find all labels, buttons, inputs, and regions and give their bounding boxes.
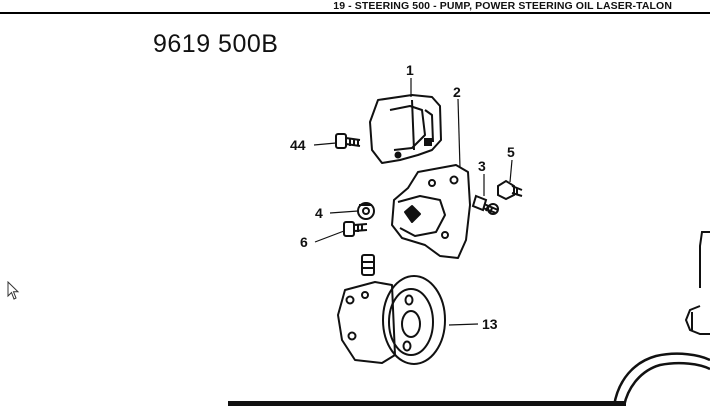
header-divider <box>0 12 710 14</box>
diagram-code: 9619 500B <box>153 30 279 58</box>
part-13-power-steering-pump[interactable] <box>337 254 446 365</box>
bottom-divider <box>228 401 626 406</box>
part-5-bolt[interactable] <box>497 179 523 201</box>
header-bar: 19 - STEERING 500 - PUMP, POWER STEERING… <box>0 0 710 14</box>
part-4-nut[interactable] <box>357 202 375 220</box>
callout-6: 6 <box>300 234 308 250</box>
adjacent-reservoir-part <box>684 231 710 335</box>
callout-13: 13 <box>482 316 498 332</box>
callout-44: 44 <box>290 137 306 153</box>
callout-4: 4 <box>315 205 323 221</box>
part-6-bolt[interactable] <box>343 221 368 237</box>
leader-lines <box>313 78 513 326</box>
part-2-pump-bracket[interactable] <box>391 164 471 259</box>
page-title: 19 - STEERING 500 - PUMP, POWER STEERING… <box>333 0 672 12</box>
callout-2: 2 <box>453 84 461 100</box>
part-44-bolt[interactable] <box>335 133 361 149</box>
part-1-mounting-bracket[interactable] <box>369 94 442 164</box>
drive-belt <box>612 352 710 406</box>
callout-3: 3 <box>478 158 486 174</box>
mouse-pointer-icon <box>7 281 20 300</box>
callout-5: 5 <box>507 144 515 160</box>
part-3-bolt[interactable] <box>471 194 499 215</box>
callout-1: 1 <box>406 62 414 78</box>
